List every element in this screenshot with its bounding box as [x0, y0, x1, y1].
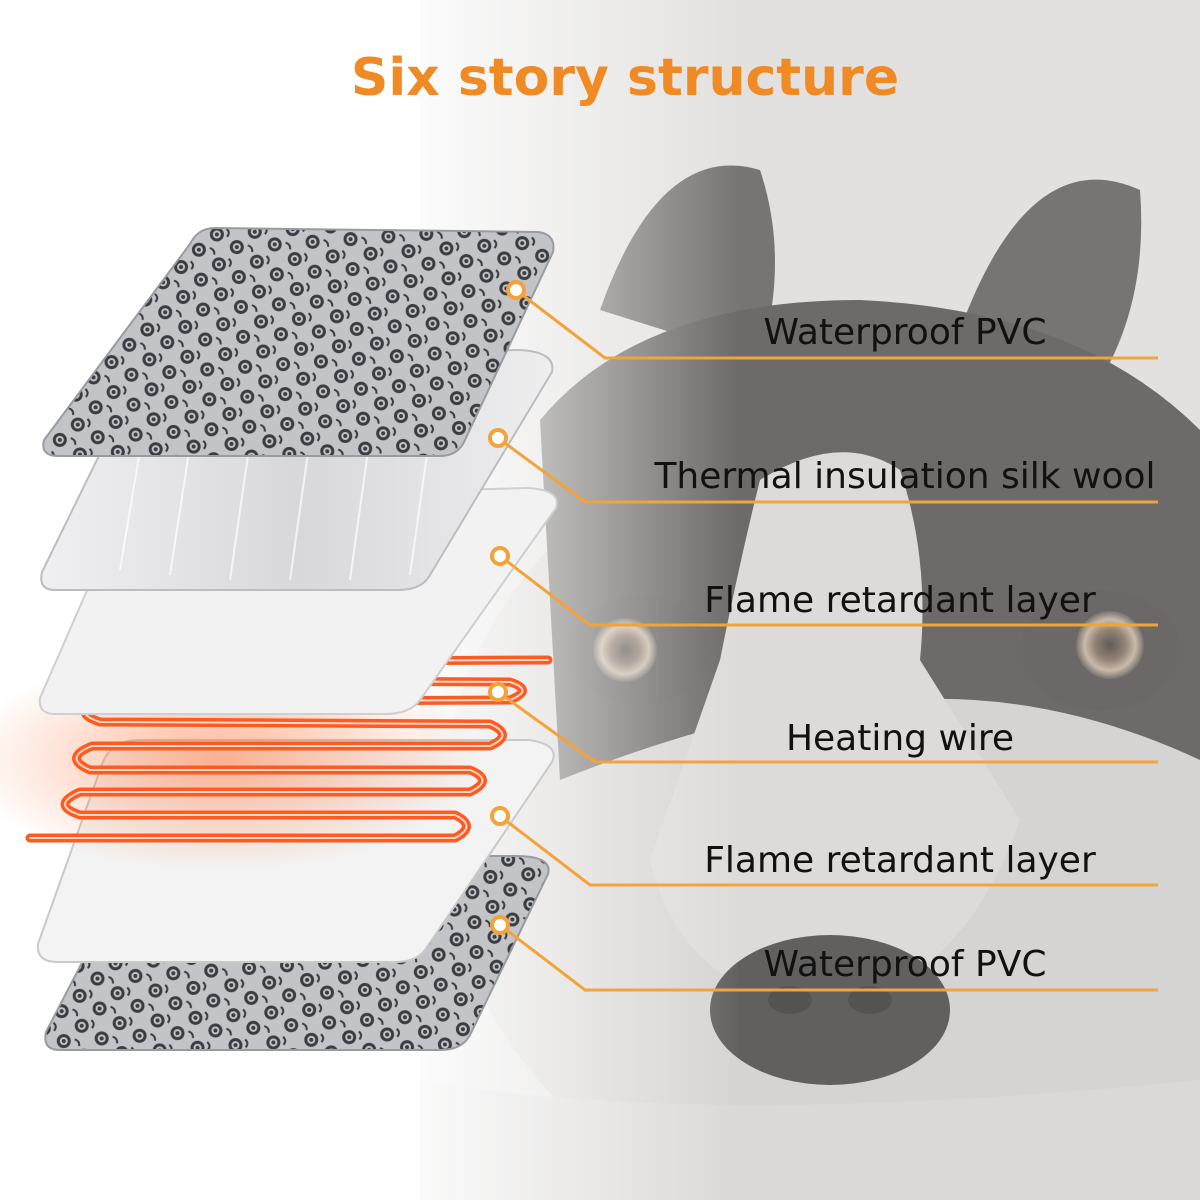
- leader-line-6: [499, 923, 1158, 992]
- label-layer-2: Thermal insulation silk wool: [654, 456, 1156, 497]
- title: Six story structure: [351, 48, 899, 108]
- leader-dot-1: [506, 280, 526, 300]
- label-layer-1: Waterproof PVC: [763, 312, 1047, 353]
- leader-line-1: [515, 288, 1158, 360]
- label-layer-4: Heating wire: [785, 718, 1015, 759]
- leader-dot-6: [490, 915, 510, 935]
- leader-dot-3: [490, 546, 510, 566]
- leader-line-2: [497, 436, 1158, 504]
- label-layer-3: Flame retardant layer: [704, 580, 1096, 621]
- leader-line-5: [499, 814, 1158, 887]
- layer-1-waterproof-pvc: [42, 226, 555, 457]
- leader-dot-2: [488, 428, 508, 448]
- leader-dots: [488, 280, 526, 935]
- leader-lines: [497, 288, 1158, 992]
- label-layer-6: Waterproof PVC: [763, 944, 1047, 985]
- label-layer-5: Flame retardant layer: [704, 840, 1096, 881]
- leader-line-4: [497, 690, 1158, 764]
- leader-dot-5: [490, 806, 510, 826]
- leader-dot-4: [488, 682, 508, 702]
- leader-line-3: [499, 554, 1158, 627]
